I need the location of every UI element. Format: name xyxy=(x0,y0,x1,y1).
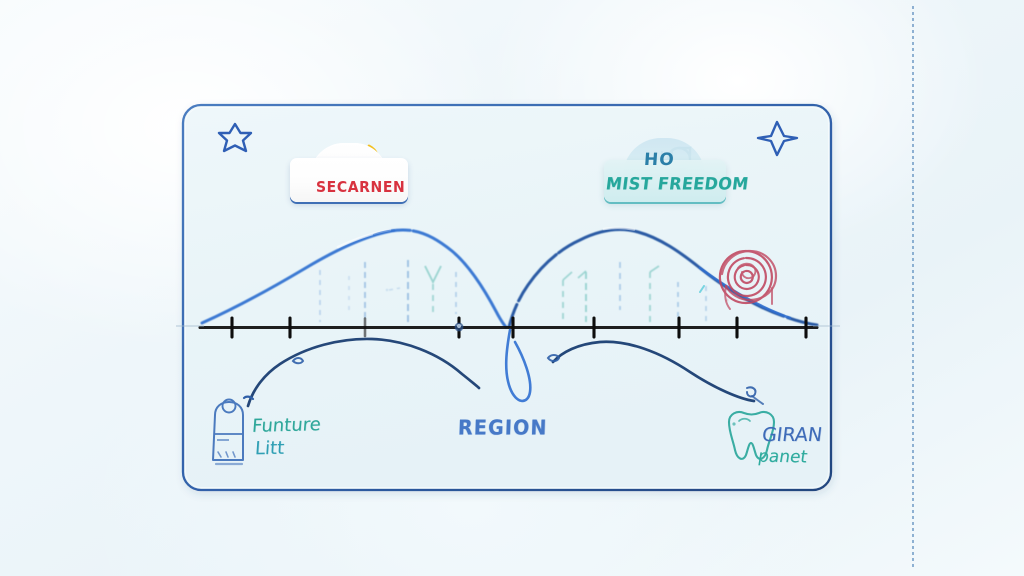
faint-dashed-marks xyxy=(319,260,729,324)
badge-right[interactable] xyxy=(604,160,726,202)
badge-left[interactable] xyxy=(290,158,408,202)
label-right-line2: panet xyxy=(756,446,809,468)
badge-right-title: MIST FREEDOM xyxy=(604,173,750,194)
person-sketch-icon xyxy=(212,398,244,466)
rose-spiral-icon xyxy=(699,249,778,310)
badge-right-logo: HO xyxy=(643,150,676,170)
left-bell-curve xyxy=(200,228,508,329)
tooth-sketch-icon xyxy=(727,410,776,460)
label-right-line1: GIRAN xyxy=(760,424,824,446)
six-point-star-icon xyxy=(217,122,253,153)
number-line-axis xyxy=(176,316,840,339)
right-bell-curve xyxy=(507,226,819,329)
lower-arcs xyxy=(242,328,764,408)
badge-left-title: SECARNEN xyxy=(316,179,406,197)
four-point-sparkle-icon xyxy=(756,120,799,157)
label-left-line2: Litt xyxy=(254,437,285,460)
label-region: REGION xyxy=(457,416,548,440)
label-left-line1: Funture xyxy=(251,414,322,437)
